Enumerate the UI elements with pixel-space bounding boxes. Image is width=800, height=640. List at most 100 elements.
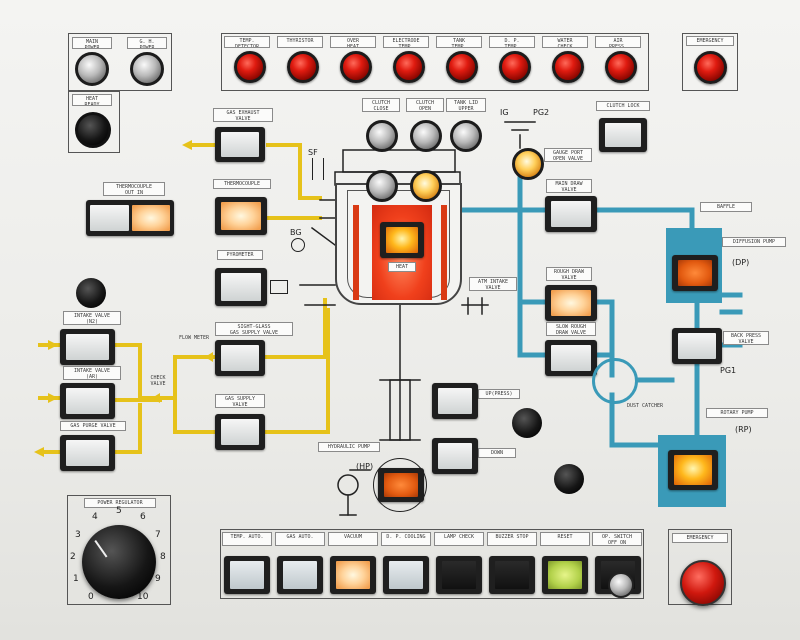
intake-n2-switch[interactable] [60,329,115,365]
gauge-port-lamp [512,148,544,180]
center-black-button[interactable] [512,408,542,438]
electrode-temp-lamp [393,51,425,83]
atm-intake-label: ATM INTAKE VALVE [469,277,517,291]
intake-ar-arrow [48,393,58,403]
emergency-stop-button[interactable] [680,560,726,606]
clutch-lock-switch[interactable] [599,118,647,152]
gh-power-label: G. H. POWER [127,37,167,49]
over-heat-lamp [340,51,372,83]
main-draw-switch[interactable] [545,196,597,232]
dp-temp-lamp [499,51,531,83]
gas-supply-switch[interactable] [215,414,265,450]
down-label: DOWN [478,448,516,458]
dp-temp-label: D. P. TEMP. [489,36,535,48]
schematic-outline [299,121,536,516]
sf-sensor-icon [312,158,324,180]
bg-gauge-icon [291,238,305,252]
diffusion-pump-label: DIFFUSION PUMP [722,237,786,247]
air-press-label: AIR PRESS. [595,36,641,48]
gas-exhaust-label: GAS EXHAUST VALVE [213,108,273,122]
heat-ready-button[interactable] [75,112,111,148]
gas-exhaust-switch[interactable] [215,127,265,162]
dial-mark-3: 3 [75,530,81,540]
rough-draw-switch[interactable] [545,285,597,321]
pg2-label: PG2 [533,108,550,117]
heat-ready-label: HEAT READY [72,94,112,106]
rotary-pump-switch[interactable] [668,450,718,490]
slow-rough-label: SLOW ROUGH DRAW VALVE [546,322,596,336]
pyrometer-switch[interactable] [215,268,267,306]
buzzer-stop-switch[interactable] [489,556,535,594]
reset-label: RESET [540,532,590,546]
dial-mark-10: 10 [137,592,149,602]
rotary-pump-label: ROTARY PUMP [706,408,768,418]
thermocouple-in-out-switch[interactable] [86,200,174,236]
up-press-switch[interactable] [432,383,478,419]
down-switch[interactable] [432,438,478,474]
emergency-top-lamp [694,51,727,84]
clutch-lock-label: CLUTCH LOCK [596,101,650,111]
power-regulator-label: POWER REGULATOR [84,498,156,508]
clutch-open-button[interactable] [410,120,442,152]
thermocouple-switch[interactable] [215,197,267,235]
power-regulator-knob[interactable] [82,525,156,599]
purge-arrow [34,447,44,457]
temp-auto-switch[interactable] [224,556,270,594]
heat-indicator [380,222,424,258]
heater-rod-right [441,205,447,300]
buzzer-stop-label: BUZZER STOP [487,532,537,546]
gas-auto-label: GAS AUTO. [275,532,325,546]
gas-lines [38,143,330,454]
rp-label: (RP) [735,425,752,434]
mode-switch-row [220,529,644,599]
electrode-temp-label: ELECTRODE TEMP. [383,36,429,48]
lamp-check-switch[interactable] [436,556,482,594]
temp-detector-label: TEMP. DETECTOR [224,36,270,48]
emergency-top-block [682,33,738,91]
exhaust-arrow [182,140,192,150]
main-power-button[interactable] [75,52,109,86]
slow-rough-switch[interactable] [545,340,597,376]
gas-purge-switch[interactable] [60,435,115,471]
dust-catcher-label: DUST CATCHER [626,403,664,409]
left-black-button[interactable] [76,278,106,308]
air-press-lamp [605,51,637,83]
sight-glass-label: SIGHT-GLASS GAS SUPPLY VALVE [215,322,293,336]
gas-auto-switch[interactable] [277,556,323,594]
bg-label: BG [290,228,302,237]
vacuum-lines [459,167,743,448]
dial-mark-9: 9 [155,574,161,584]
reset-switch[interactable] [542,556,588,594]
tank-lid-upper-button[interactable] [450,120,482,152]
gh-power-button[interactable] [130,52,164,86]
tank-left-button[interactable] [366,170,398,202]
dp-cooling-switch[interactable] [383,556,429,594]
diffusion-pump-switch[interactable] [672,255,718,291]
back-press-switch[interactable] [672,328,722,364]
water-check-label: WATER CHECK [542,36,588,48]
hydraulic-pump-switch[interactable] [378,468,424,502]
thermocouple-label: THERMOCOUPLE [213,179,271,189]
dial-mark-8: 8 [160,552,166,562]
clutch-close-button[interactable] [366,120,398,152]
dp-label: (DP) [732,258,750,267]
intake-ar-switch[interactable] [60,383,115,419]
over-heat-label: OVER HEAT [330,36,376,48]
hydraulic-pump-ring [373,458,427,512]
op-key-icon[interactable] [608,572,634,598]
water-check-lamp [552,51,584,83]
heater-rod-left [353,205,359,300]
tank-right-lamp [410,170,442,202]
right-black-button[interactable] [554,464,584,494]
heat-label: HEAT [388,262,416,272]
thyristor-lamp [287,51,319,83]
temp-auto-label: TEMP. AUTO. [222,532,272,546]
gas-supply-label: GAS SUPPLY VALVE [215,394,265,408]
heat-ready-block [68,91,120,153]
main-draw-label: MAIN DRAW VALVE [546,179,592,193]
hydraulic-pump-label: HYDRAULIC PUMP [318,442,380,452]
dial-mark-5: 5 [116,506,122,516]
power-block [68,33,172,91]
vacuum-switch[interactable] [330,556,376,594]
sight-glass-switch[interactable] [215,340,265,376]
